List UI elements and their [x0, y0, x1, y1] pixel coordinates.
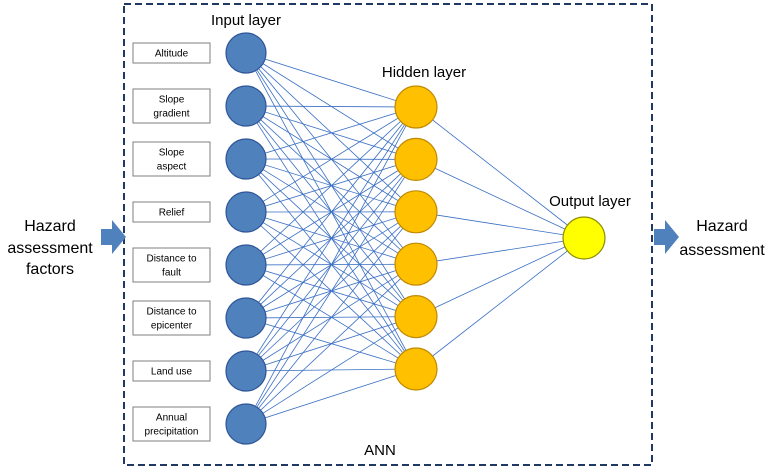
hidden-node-5	[395, 296, 437, 338]
input-factor-7: Land use	[133, 361, 210, 381]
input-node-2	[226, 86, 266, 126]
input-node-6	[226, 298, 266, 338]
hidden-node-3	[395, 191, 437, 233]
input-factor-label: precipitation	[145, 427, 199, 438]
input-factor-label: Slope	[159, 95, 185, 106]
neuron-nodes	[226, 33, 605, 444]
edge-input-8-hidden-2	[246, 159, 416, 424]
input-factor-8: Annual precipitation	[133, 407, 210, 441]
input-factor-1: Altitude	[133, 43, 210, 63]
input-factor-label: Land use	[151, 367, 193, 378]
right-label-line-2: assessment	[679, 242, 765, 259]
edge-hidden-3-output-1	[416, 212, 584, 238]
hidden-node-2	[395, 138, 437, 180]
left-label-line-3: factors	[26, 261, 74, 278]
input-node-7	[226, 351, 266, 391]
input-factor-label: Slope	[159, 148, 185, 159]
edge-input-8-hidden-4	[246, 264, 416, 424]
input-factor-label: Distance to	[146, 254, 196, 265]
output-arrow-icon	[654, 220, 679, 254]
left-hazard-label: Hazard assessment factors	[7, 218, 93, 278]
input-factor-2: Slope gradient	[133, 89, 210, 123]
input-factor-4: Relief	[133, 202, 210, 222]
input-node-5	[226, 245, 266, 285]
edge-hidden-6-output-1	[416, 238, 584, 369]
edge-input-8-hidden-1	[246, 107, 416, 424]
left-label-line-2: assessment	[7, 240, 93, 257]
output-node-1	[563, 217, 605, 259]
input-factor-label: fault	[162, 268, 181, 279]
hidden-node-6	[395, 348, 437, 390]
edge-input-2-hidden-1	[246, 106, 416, 107]
left-label-line-1: Hazard	[24, 218, 76, 235]
input-factor-label: aspect	[157, 162, 187, 173]
input-factor-label: Altitude	[155, 49, 189, 60]
input-factor-5: Distance to fault	[133, 248, 210, 282]
right-hazard-label: Hazard assessment	[679, 218, 765, 259]
input-arrow-icon	[101, 220, 126, 254]
hidden-node-1	[395, 86, 437, 128]
input-factor-label: Relief	[159, 208, 185, 219]
ann-label: ANN	[364, 442, 396, 459]
edge-input-5-hidden-1	[246, 107, 416, 265]
input-factor-label: Distance to	[146, 307, 196, 318]
input-factor-label: epicenter	[151, 321, 193, 332]
hidden-node-4	[395, 243, 437, 285]
edge-hidden-1-output-1	[416, 107, 584, 238]
input-factor-boxes: AltitudeSlopegradientSlopeaspectReliefDi…	[133, 43, 210, 441]
edge-input-7-hidden-1	[246, 107, 416, 371]
input-node-8	[226, 404, 266, 444]
input-node-3	[226, 139, 266, 179]
input-factor-label: gradient	[153, 109, 189, 120]
input-node-4	[226, 192, 266, 232]
input-layer-title: Input layer	[211, 12, 281, 29]
input-node-1	[226, 33, 266, 73]
output-layer-title: Output layer	[549, 193, 631, 210]
right-label-line-1: Hazard	[696, 218, 748, 235]
input-factor-3: Slope aspect	[133, 142, 210, 176]
edge-hidden-4-output-1	[416, 238, 584, 264]
input-factor-label: Annual	[156, 413, 187, 424]
input-factor-6: Distance to epicenter	[133, 301, 210, 335]
edge-hidden-5-output-1	[416, 238, 584, 317]
hidden-layer-title: Hidden layer	[382, 64, 466, 81]
edge-input-6-hidden-1	[246, 107, 416, 318]
